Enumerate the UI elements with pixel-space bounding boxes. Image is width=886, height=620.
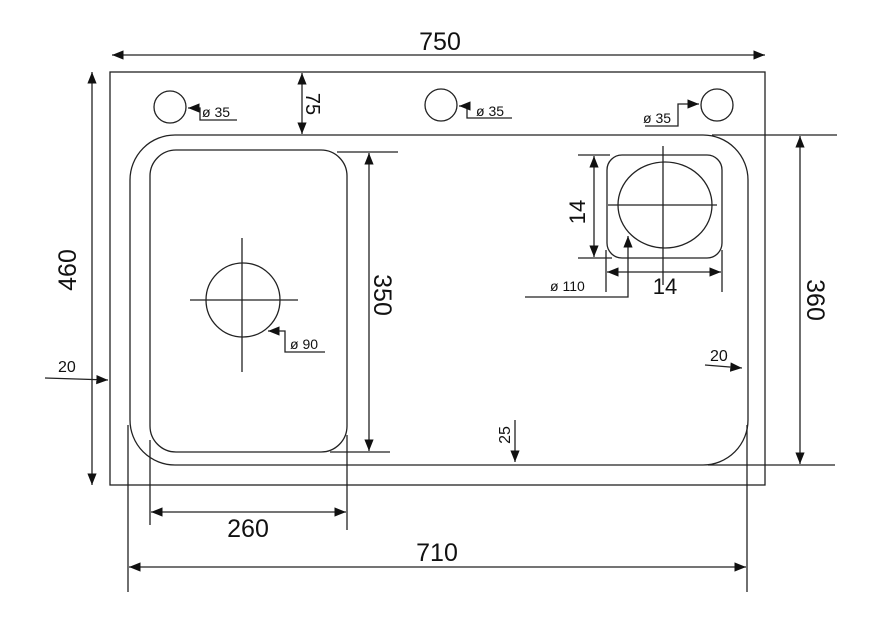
countertop-outline bbox=[109, 71, 766, 486]
dim-sink-height: 360 bbox=[801, 279, 829, 321]
drainer-drain: ø 110 bbox=[525, 146, 717, 298]
dim-top-offset: 75 bbox=[301, 93, 323, 115]
dim-bowl-depth: 350 bbox=[368, 274, 396, 316]
dim-line-20-left bbox=[44, 374, 109, 385]
drainer-bowl bbox=[606, 154, 723, 259]
bowl-drain: ø 90 bbox=[190, 238, 325, 372]
dim-right-margin: 20 bbox=[710, 348, 728, 365]
dim-overall-height: 460 bbox=[54, 249, 82, 291]
dim-bottom-margin: 25 bbox=[497, 426, 514, 444]
drainer-drain-label: ø 110 bbox=[550, 278, 585, 294]
tap-hole-2-label: ø 35 bbox=[476, 103, 504, 119]
main-bowl bbox=[149, 149, 348, 453]
dim-line-20-right bbox=[704, 362, 743, 372]
tap-hole-3-label: ø 35 bbox=[643, 110, 671, 126]
tap-hole-1-label: ø 35 bbox=[202, 104, 230, 120]
tap-hole-1: ø 35 bbox=[153, 90, 237, 124]
bowl-drain-label: ø 90 bbox=[290, 336, 318, 352]
dim-left-margin: 20 bbox=[58, 359, 76, 376]
tap-hole-3: ø 35 bbox=[643, 88, 734, 127]
tap-hole-2: ø 35 bbox=[424, 88, 512, 122]
dim-drainer-width: 14 bbox=[653, 274, 677, 299]
sink-outline bbox=[129, 134, 749, 466]
dim-bowl-width: 260 bbox=[227, 515, 269, 543]
dim-sink-width: 710 bbox=[416, 539, 458, 567]
dim-overall-width: 750 bbox=[419, 28, 461, 56]
dim-drainer-height: 14 bbox=[565, 200, 590, 224]
